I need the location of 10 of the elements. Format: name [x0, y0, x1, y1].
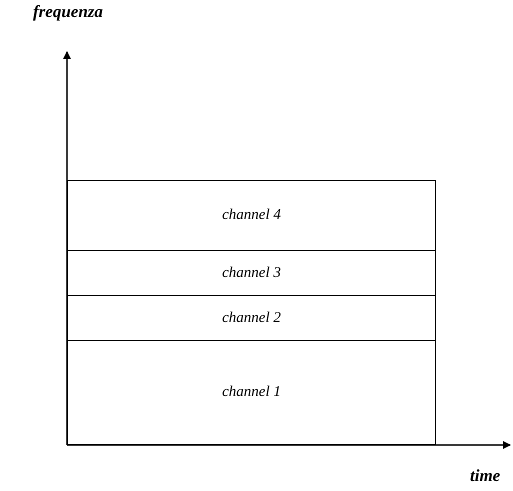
channel-band: [67, 340, 436, 445]
channel-label: channel 4: [222, 207, 281, 224]
channel-label: channel 2: [222, 310, 281, 326]
channel-band: [67, 250, 436, 296]
channel-label: channel 1: [222, 384, 281, 401]
channel-label: channel 3: [222, 264, 281, 282]
y-axis-label: frequenza: [33, 2, 103, 22]
x-axis-label: time: [470, 466, 500, 486]
channel-band: [67, 180, 436, 251]
channel-band: [67, 295, 436, 341]
